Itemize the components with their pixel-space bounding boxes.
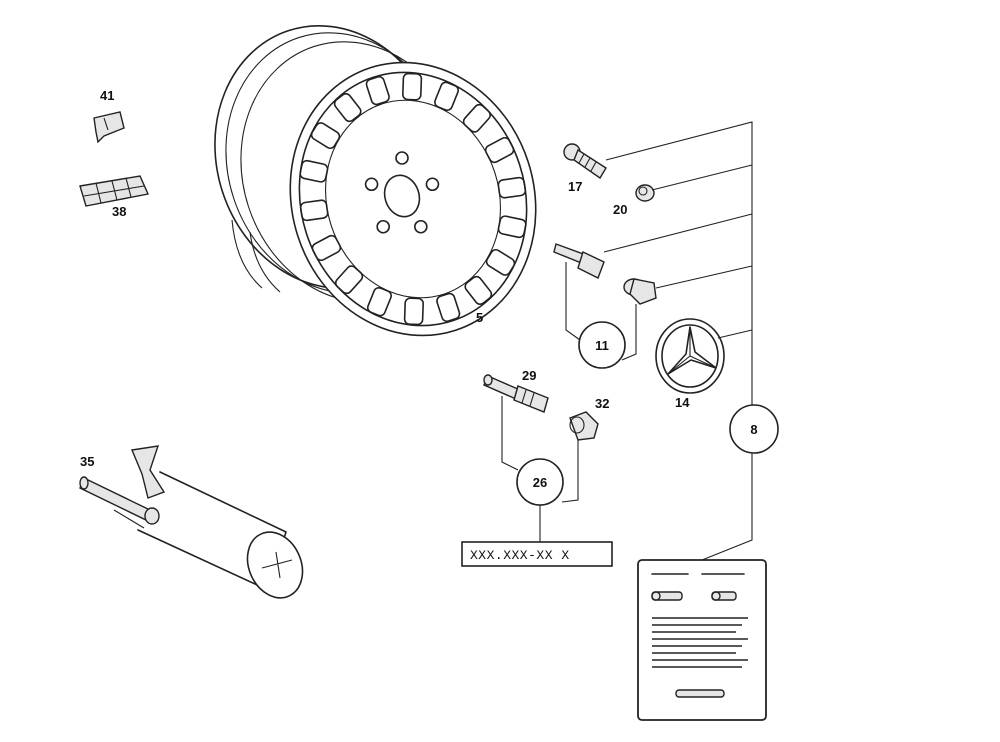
leader-lines xyxy=(501,121,753,561)
rim-window xyxy=(497,176,527,199)
rim-window xyxy=(464,275,493,305)
rim-window xyxy=(299,199,329,222)
part-17-valve xyxy=(563,143,607,180)
rim-window xyxy=(334,265,364,295)
bolt-hole xyxy=(425,177,440,192)
part-41-balance-weight-clip xyxy=(93,111,125,144)
callout-8: 8 xyxy=(729,404,779,454)
bolt-hole xyxy=(414,219,428,234)
instruction-card xyxy=(637,559,767,721)
part-14-star-hub-cap xyxy=(655,318,725,394)
label-5: 5 xyxy=(476,310,483,325)
label-26: 26 xyxy=(533,475,547,490)
rim-window xyxy=(402,72,423,101)
rim-window xyxy=(365,75,390,106)
label-11: 11 xyxy=(595,338,609,353)
label-38: 38 xyxy=(112,204,126,219)
part-11-valve-set xyxy=(553,243,657,305)
label-14: 14 xyxy=(675,395,690,410)
rim-window xyxy=(310,122,341,150)
callout-11: 11 xyxy=(578,321,626,369)
rim-window xyxy=(434,81,460,111)
part-number-text: XXX.XXX-XX X xyxy=(470,548,570,563)
label-32: 32 xyxy=(595,396,609,411)
rim-window xyxy=(497,215,527,239)
rim-window xyxy=(436,292,461,323)
bolt-hole xyxy=(376,219,390,234)
rim-window xyxy=(484,136,515,164)
label-41: 41 xyxy=(100,88,114,103)
rim-window xyxy=(333,93,362,123)
part-32-valve-cap xyxy=(569,411,599,441)
rim-window xyxy=(311,234,342,262)
label-8: 8 xyxy=(750,422,757,437)
part-number-box: XXX.XXX-XX X xyxy=(461,541,613,567)
part-29-valve xyxy=(483,374,549,413)
part-38-adhesive-weights xyxy=(79,175,149,207)
rim-window xyxy=(366,287,392,317)
bolt-hole xyxy=(395,151,409,165)
label-29: 29 xyxy=(522,368,536,383)
label-20: 20 xyxy=(613,202,627,217)
rim-window xyxy=(462,103,492,133)
rim-window xyxy=(299,159,329,183)
rim-window xyxy=(403,297,424,326)
callout-26: 26 xyxy=(516,458,564,506)
bolt-hole xyxy=(364,177,379,192)
label-17: 17 xyxy=(568,179,582,194)
part-35-tube-and-valve xyxy=(79,445,304,599)
part-5-wheel-rim xyxy=(214,24,537,337)
label-35: 35 xyxy=(80,454,94,469)
rim-window xyxy=(485,248,516,276)
part-20-valve-cap xyxy=(635,184,655,202)
